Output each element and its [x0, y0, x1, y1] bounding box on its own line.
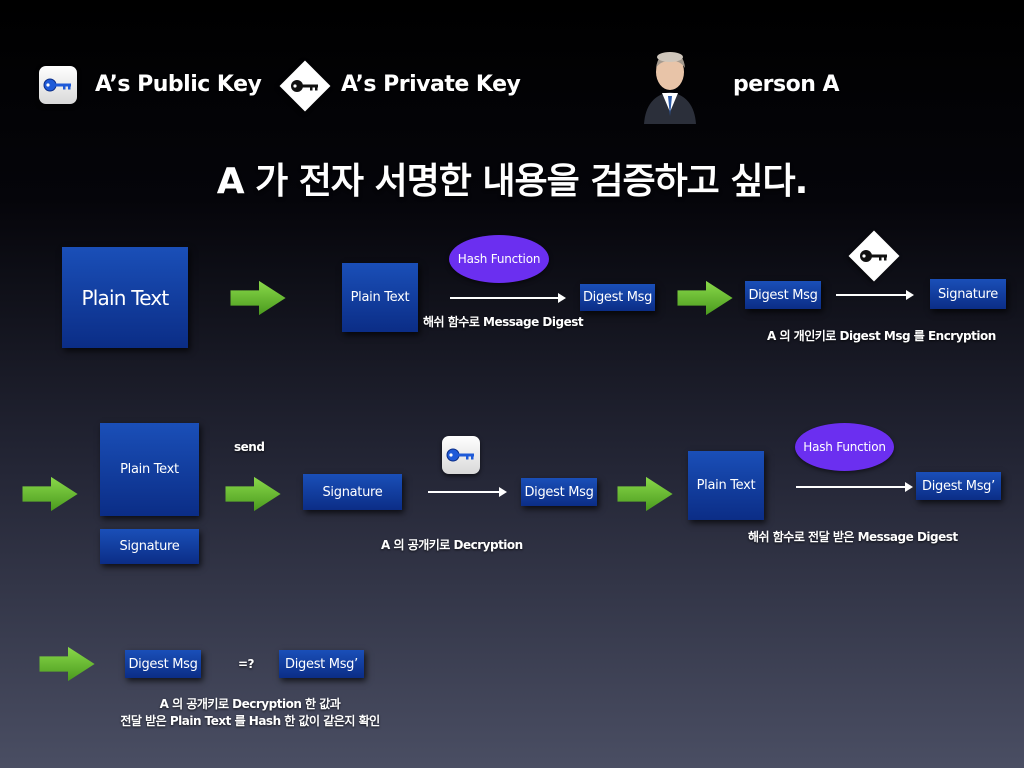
signature-box: Signature: [930, 279, 1006, 309]
plain-text-box-large: Plain Text: [62, 247, 188, 348]
digest-msg-box: Digest Msg: [125, 650, 201, 678]
signature-box: Signature: [303, 474, 402, 510]
flow-arrow: [796, 482, 913, 492]
flow-arrow: [836, 290, 914, 300]
digest-msg-prime-box: Digest Msg’: [279, 650, 364, 678]
decrypt-caption: A 의 공개키로 Decryption: [381, 538, 523, 552]
private-key-icon: [279, 60, 331, 112]
green-arrow-icon: [22, 475, 80, 513]
compare-caption-line1: A 의 공개키로 Decryption 한 값과: [159, 697, 341, 711]
flow-arrow: [428, 487, 507, 497]
private-key-label: A’s Private Key: [341, 72, 521, 97]
send-label: send: [234, 440, 265, 454]
digest-msg-box: Digest Msg: [521, 478, 597, 506]
digest-msg-box: Digest Msg: [580, 284, 655, 311]
person-label: person A: [733, 72, 840, 97]
compare-symbol: =?: [238, 657, 255, 671]
compare-caption-line2: 전달 받은 Plain Text 를 Hash 한 값이 같은지 확인: [120, 714, 380, 728]
hash-caption: 해쉬 함수로 전달 받은 Message Digest: [748, 530, 958, 544]
private-key-icon: [848, 230, 900, 282]
hash-caption: 해쉬 함수로 Message Digest: [423, 315, 584, 329]
plain-text-box: Plain Text: [342, 263, 418, 332]
page-title: A 가 전자 서명한 내용을 검증하고 싶다.: [216, 161, 809, 202]
green-arrow-icon: [230, 279, 288, 317]
plain-text-box: Plain Text: [100, 423, 199, 516]
person-icon: [644, 52, 696, 124]
hash-function-oval: Hash Function: [795, 423, 894, 471]
flow-arrow: [450, 293, 566, 303]
encrypt-caption: A 의 개인키로 Digest Msg 를 Encryption: [767, 329, 996, 343]
green-arrow-icon: [225, 475, 283, 513]
signature-box: Signature: [100, 529, 199, 564]
plain-text-box: Plain Text: [688, 451, 764, 520]
hash-function-oval: Hash Function: [449, 235, 549, 283]
digest-msg-box: Digest Msg: [745, 281, 821, 309]
green-arrow-icon: [617, 475, 675, 513]
green-arrow-icon: [677, 279, 735, 317]
green-arrow-icon: [39, 645, 97, 683]
public-key-label: A’s Public Key: [95, 72, 262, 97]
public-key-icon: [442, 436, 480, 474]
digest-msg-prime-box: Digest Msg’: [916, 472, 1001, 500]
public-key-icon: [39, 66, 77, 104]
